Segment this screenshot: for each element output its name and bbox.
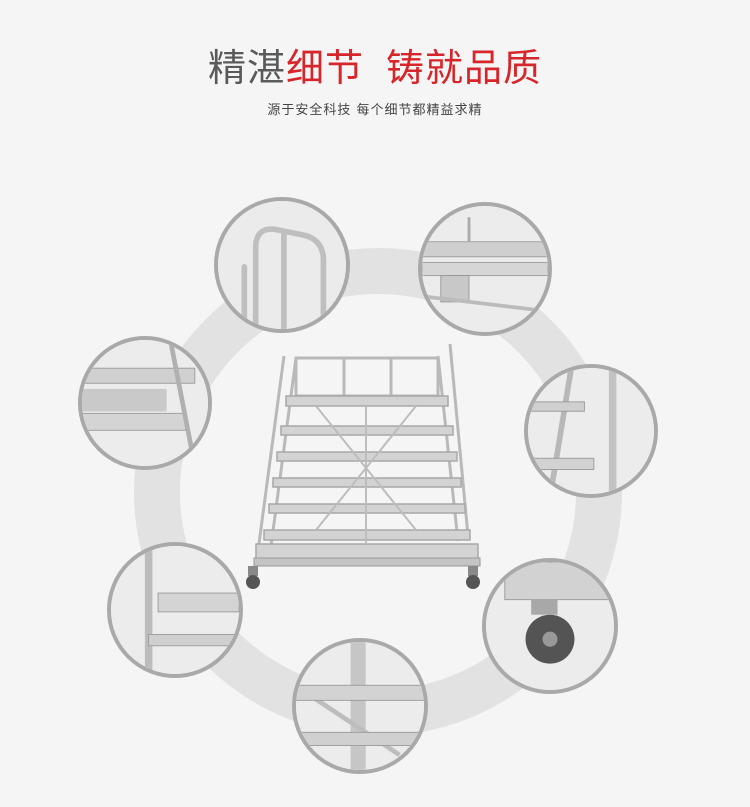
- detail-caster-wheel: [482, 558, 618, 694]
- detail-handrail-top: [214, 197, 350, 333]
- detail-platform-frame: [418, 202, 552, 336]
- title-part-2: 细节: [285, 46, 364, 90]
- product-image: [236, 336, 496, 598]
- detail-frame-corner: [107, 542, 243, 678]
- page-subtitle: 源于安全科技 每个细节都精益求精: [267, 103, 483, 118]
- detail-step-bottom: [292, 638, 428, 774]
- header: 精湛细节铸就品质 源于安全科技 每个细节都精益求精: [0, 0, 750, 130]
- detail-step-right: [524, 364, 658, 498]
- title-part-1: 精湛: [207, 46, 286, 90]
- detail-step-left: [78, 336, 212, 470]
- page-title: 精湛细节铸就品质: [0, 44, 750, 92]
- title-part-3: 铸就品质: [386, 46, 543, 90]
